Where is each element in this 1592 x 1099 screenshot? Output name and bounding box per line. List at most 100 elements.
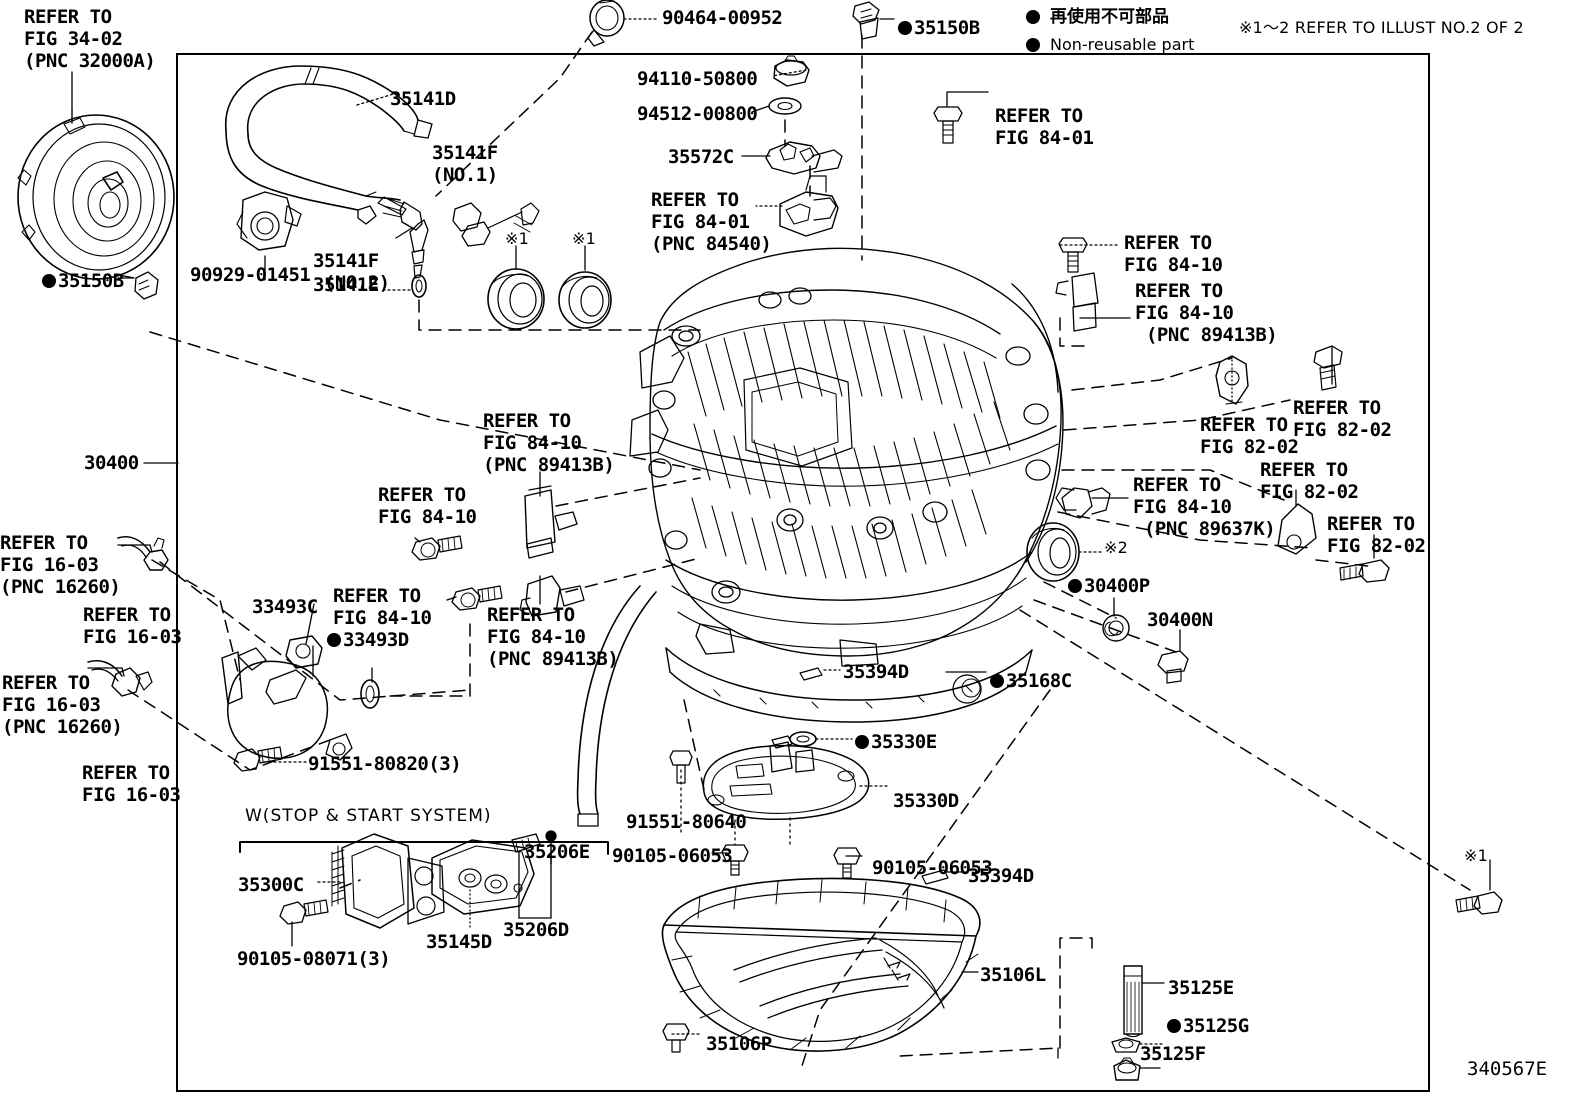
- part-label-text: 35168C: [1006, 670, 1072, 692]
- part-label-p-90929-01451: 90929-01451: [190, 264, 311, 286]
- part-label-refer-82-02-c: REFER TO FIG 82-02: [1260, 459, 1359, 503]
- part-label-text: 35330E: [871, 731, 937, 753]
- nonreusable-bullet-icon: [898, 21, 912, 35]
- illust-note: ※1～2 REFER TO ILLUST NO.2 OF 2: [1239, 18, 1524, 37]
- part-label-refer-84-10-r3: REFER TO FIG 84-10 (PNC 89637K): [1133, 474, 1276, 540]
- part-label-p-35394D-bot: 35394D: [968, 865, 1034, 887]
- part-label-text: 35125F: [1140, 1043, 1206, 1065]
- bolt-x1-bottomright: [1455, 891, 1503, 915]
- part-label-p-30400P: 30400P: [1068, 575, 1150, 597]
- nonreusable-bullet-icon: [990, 674, 1004, 688]
- part-label-text: REFER TO FIG 84-10: [333, 585, 432, 629]
- nonreusable-bullet-icon: [327, 633, 341, 647]
- part-label-text: 90105-06053: [872, 857, 993, 879]
- part-label-text: 35206E: [524, 841, 590, 863]
- part-label-refer-84-10-c4: REFER TO FIG 84-10 (PNC 89413B): [487, 604, 619, 670]
- part-label-refer-84-10-r2: REFER TO FIG 84-10 (PNC 89413B): [1135, 280, 1278, 346]
- part-label-text: REFER TO FIG 84-01 (PNC 84540): [651, 189, 772, 255]
- part-label-text: ※1: [505, 229, 529, 248]
- clamp-90464-00952: [587, 0, 625, 47]
- nonreusable-bullet-icon-2: [1026, 38, 1040, 52]
- part-label-text: ※1: [1464, 846, 1488, 865]
- part-label-text: 35106L: [980, 964, 1046, 986]
- part-label-text: 90464-00952: [662, 7, 783, 29]
- part-label-text: 35206D: [503, 919, 569, 941]
- nonreusable-bullet-icon: [42, 274, 56, 288]
- part-label-text: 35394D: [843, 661, 909, 683]
- part-label-text: REFER TO FIG 84-10 (PNC 89413B): [1135, 280, 1278, 346]
- part-label-refer-34-02: REFER TO FIG 34-02 (PNC 32000A): [24, 6, 156, 72]
- part-label-p-35300C: 35300C: [238, 874, 304, 896]
- part-label-p-35106L: 35106L: [980, 964, 1046, 986]
- nonreusable-bullet-icon: [1026, 10, 1040, 24]
- part-label-text: 90929-01451: [190, 264, 311, 286]
- part-label-mk-x1-c: ※1: [1464, 845, 1488, 867]
- part-label-p-35106P: 35106P: [706, 1033, 772, 1055]
- part-label-p-90105-06053-a: 90105-06053: [612, 845, 733, 867]
- legend-japanese: 再使用不可部品: [1050, 7, 1169, 27]
- part-label-text: 94512-00800: [637, 103, 758, 125]
- part-label-text: 90105-06053: [612, 845, 733, 867]
- part-label-p-35206E: 35206E: [524, 841, 590, 863]
- stop-start-system-title: W(STOP & START SYSTEM): [245, 806, 492, 826]
- part-label-p-94512-00800: 94512-00800: [637, 103, 758, 125]
- part-label-text: REFER TO FIG 84-10 (PNC 89637K): [1133, 474, 1276, 540]
- part-label-p-35141F-no2: 35141F (NO.2): [313, 250, 390, 294]
- part-label-p-35330E: 35330E: [855, 731, 937, 753]
- part-label-text: 33493D: [343, 629, 409, 651]
- part-label-refer-82-02-a: REFER TO FIG 82-02: [1200, 414, 1299, 458]
- part-label-p-35150B-top: 35150B: [898, 17, 980, 39]
- part-label-text: REFER TO FIG 82-02: [1293, 397, 1392, 441]
- part-label-text: 30400N: [1147, 609, 1213, 631]
- part-label-text: 35572C: [668, 146, 734, 168]
- part-label-p-35141D: 35141D: [390, 88, 456, 110]
- part-label-text: REFER TO FIG 84-01: [995, 105, 1094, 149]
- part-label-p-91551-80820: 91551-80820(3): [308, 753, 462, 775]
- part-label-text: 35106P: [706, 1033, 772, 1055]
- part-label-text: REFER TO FIG 84-10 (PNC 89413B): [487, 604, 619, 670]
- part-label-text: REFER TO FIG 16-03: [83, 604, 182, 648]
- part-label-refer-84-10-c1: REFER TO FIG 84-10 (PNC 89413B): [483, 410, 615, 476]
- part-label-p-33493C: 33493C: [252, 596, 318, 618]
- part-label-p-90105-06053-b: 90105-06053: [872, 857, 993, 879]
- plug-35150B-top: [852, 1, 880, 40]
- diagram-code: 340567E: [1467, 1058, 1548, 1080]
- tube-16-03-a: [117, 536, 169, 571]
- part-label-text: 35141E: [313, 274, 379, 296]
- part-label-text: REFER TO FIG 82-02: [1200, 414, 1299, 458]
- part-label-p-35206D: 35206D: [503, 919, 569, 941]
- part-label-text: 91551-80640: [626, 811, 747, 833]
- part-label-p-35125G: 35125G: [1167, 1015, 1249, 1037]
- legend-english: Non-reusable part: [1050, 35, 1195, 54]
- part-label-p-33493D: 33493D: [327, 629, 409, 651]
- part-label-refer-16-03-c: REFER TO FIG 16-03 (PNC 16260): [2, 672, 123, 738]
- part-label-text: 94110-50800: [637, 68, 758, 90]
- part-label-text: 30400: [84, 452, 139, 474]
- part-label-mk-x1-b: ※1: [572, 228, 596, 250]
- part-label-text: 90105-08071(3): [237, 948, 391, 970]
- legend-nonreusable: 再使用不可部品 Non-reusable part: [1026, 6, 1194, 56]
- nonreusable-bullet-icon: [1167, 1019, 1181, 1033]
- part-label-text: ※2: [1104, 538, 1128, 557]
- part-label-mk-x1-a: ※1: [505, 228, 529, 250]
- part-label-p-35141E: 35141E: [313, 274, 379, 296]
- part-label-refer-84-10-c2: REFER TO FIG 84-10: [378, 484, 477, 528]
- part-label-text: 35141D: [390, 88, 456, 110]
- part-label-text: 30400P: [1084, 575, 1150, 597]
- part-label-p-35141F-no1: 35141F (NO.1): [432, 142, 498, 186]
- part-label-refer-84-01-a: REFER TO FIG 84-01 (PNC 84540): [651, 189, 772, 255]
- part-label-text: 91551-80820(3): [308, 753, 462, 775]
- part-label-refer-84-10-r1: REFER TO FIG 84-10: [1124, 232, 1223, 276]
- part-label-refer-84-10-c3: REFER TO FIG 84-10: [333, 585, 432, 629]
- part-label-text: 35125G: [1183, 1015, 1249, 1037]
- part-label-p-35125F: 35125F: [1140, 1043, 1206, 1065]
- part-label-text: REFER TO FIG 16-03 (PNC 16260): [0, 532, 121, 598]
- part-label-text: 35141F (NO.1): [432, 142, 498, 186]
- part-label-refer-82-02-b: REFER TO FIG 82-02: [1293, 397, 1392, 441]
- part-label-mk-x2: ※2: [1104, 537, 1128, 559]
- part-label-text: 35141F (NO.2): [313, 250, 390, 294]
- part-label-refer-84-01-b: REFER TO FIG 84-01: [995, 105, 1094, 149]
- part-label-text: REFER TO FIG 82-02: [1260, 459, 1359, 503]
- part-label-text: 33493C: [252, 596, 318, 618]
